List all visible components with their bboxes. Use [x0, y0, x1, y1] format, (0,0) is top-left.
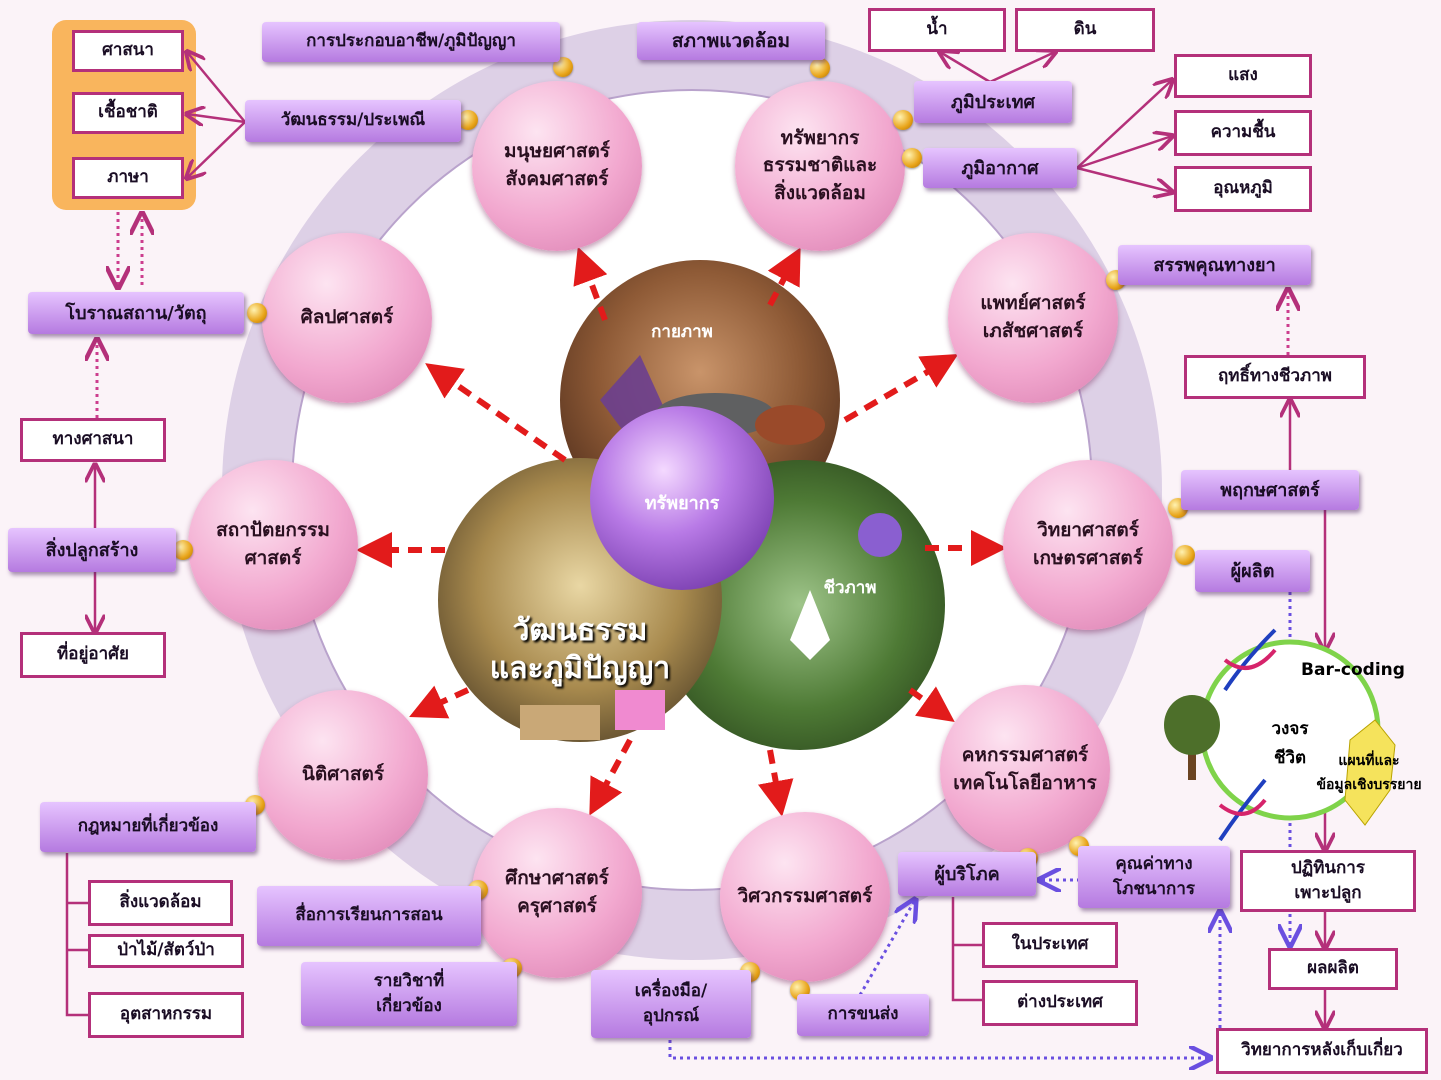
- box-calendar[interactable]: ปฏิทินการ เพาะปลูก: [1240, 850, 1416, 912]
- flower-shape: [790, 590, 830, 660]
- knob: [173, 540, 193, 560]
- knob: [902, 148, 922, 168]
- node-agriculture[interactable]: วิทยาศาสตร์ เกษตรศาสตร์: [1003, 460, 1173, 630]
- box-product[interactable]: ผลผลิต: [1268, 948, 1398, 990]
- node-medicine[interactable]: แพทย์ศาสตร์ เภสัชศาสตร์: [948, 233, 1118, 403]
- box-medicinal[interactable]: สรรพคุณทางยา: [1118, 245, 1311, 285]
- box-tradition[interactable]: วัฒนธรรม/ประเพณี: [245, 100, 461, 142]
- node-natural-resources[interactable]: ทรัพยากร ธรรมชาติและ สิ่งแวดล้อม: [735, 81, 905, 251]
- box-botany[interactable]: พฤกษศาสตร์: [1181, 470, 1359, 510]
- tree-icon: [1164, 695, 1220, 780]
- box-transport[interactable]: การขนส่ง: [797, 994, 929, 1036]
- box-postharvest[interactable]: วิทยาการหลังเก็บเกี่ยว: [1216, 1028, 1428, 1074]
- box-occupation[interactable]: การประกอบอาชีพ/ภูมิปัญญา: [262, 22, 560, 62]
- box-religious[interactable]: ทางศาสนา: [20, 418, 166, 462]
- pink-dotted-connectors: [97, 212, 1288, 418]
- basket-shape: [520, 705, 600, 740]
- box-temperature[interactable]: อุณหภูมิ: [1174, 166, 1312, 212]
- dna-icon: [1218, 628, 1277, 842]
- box-producer[interactable]: ผู้ผลิต: [1195, 550, 1310, 592]
- core-label: ทรัพยากร: [644, 493, 720, 514]
- map-label: แผนที่และ ข้อมูลเชิงบรรยาย: [1316, 753, 1422, 793]
- box-geography[interactable]: ภูมิประเทศ: [914, 81, 1072, 123]
- core-circle: [590, 406, 774, 590]
- mineral-shape: [755, 405, 825, 445]
- node-home-economics[interactable]: คหกรรมศาสตร์ เทคโนโลยีอาหาร: [940, 685, 1110, 855]
- box-nutrition[interactable]: คุณค่าทาง โภชนาการ: [1078, 846, 1230, 908]
- node-education[interactable]: ศึกษาศาสตร์ ครุศาสตร์: [472, 808, 642, 978]
- box-ethnicity[interactable]: เชื้อชาติ: [72, 92, 184, 134]
- box-courses[interactable]: รายวิชาที่ เกี่ยวข้อง: [301, 962, 517, 1026]
- life-cycle-label: วงจร ชีวิต: [1271, 719, 1309, 768]
- box-domestic[interactable]: ในประเทศ: [982, 922, 1118, 968]
- knob: [810, 58, 830, 78]
- node-humanities[interactable]: มนุษยศาสตร์ สังคมศาสตร์: [472, 81, 642, 251]
- node-architecture[interactable]: สถาปัตยกรรม ศาสตร์: [188, 460, 358, 630]
- box-humidity[interactable]: ความชื้น: [1174, 110, 1312, 156]
- box-bioactivity[interactable]: ฤทธิ์ทางชีวภาพ: [1184, 355, 1366, 399]
- box-law-forest[interactable]: ป่าไม้/สัตว์ป่า: [88, 934, 244, 968]
- box-construction[interactable]: สิ่งปลูกสร้าง: [8, 528, 176, 572]
- knob: [893, 110, 913, 130]
- knob: [247, 303, 267, 323]
- box-foreign[interactable]: ต่างประเทศ: [982, 980, 1138, 1026]
- box-soil[interactable]: ดิน: [1015, 8, 1155, 52]
- box-religion[interactable]: ศาสนา: [72, 30, 184, 72]
- culture-label: วัฒนธรรม และภูมิปัญญา: [489, 613, 671, 686]
- box-tools[interactable]: เครื่องมือ/ อุปกรณ์: [591, 970, 751, 1038]
- knob: [458, 110, 478, 130]
- box-consumer[interactable]: ผู้บริโภค: [898, 852, 1036, 896]
- barcoding-label: Bar-coding: [1301, 660, 1405, 680]
- biological-label: ชีวภาพ: [823, 578, 877, 598]
- box-law-industry[interactable]: อุตสาหกรรม: [88, 992, 244, 1038]
- node-fine-arts[interactable]: ศิลปศาสตร์: [262, 233, 432, 403]
- node-engineering[interactable]: วิศวกรรมศาสตร์: [720, 812, 890, 982]
- bellflower-shape: [858, 513, 902, 557]
- box-related-law[interactable]: กฎหมายที่เกี่ยวข้อง: [40, 802, 256, 852]
- map-icon: [1344, 719, 1396, 826]
- box-language[interactable]: ภาษา: [72, 157, 184, 199]
- knob: [553, 57, 573, 77]
- box-archaeology[interactable]: โบราณสถาน/วัตถุ: [28, 292, 244, 334]
- box-shape: [615, 690, 665, 730]
- box-teaching-media[interactable]: สื่อการเรียนการสอน: [257, 886, 481, 946]
- physical-label: กายภาพ: [651, 322, 713, 342]
- red-dashed-arrows: [356, 246, 1007, 817]
- knob: [1175, 545, 1195, 565]
- box-residence[interactable]: ที่อยู่อาศัย: [20, 632, 166, 678]
- node-law[interactable]: นิติศาสตร์: [258, 690, 428, 860]
- box-law-environment[interactable]: สิ่งแวดล้อม: [88, 880, 233, 926]
- box-climate[interactable]: ภูมิอากาศ: [923, 148, 1077, 188]
- pink-connectors: [65, 52, 1325, 1028]
- box-light[interactable]: แสง: [1174, 54, 1312, 98]
- box-environment[interactable]: สภาพแวดล้อม: [637, 22, 825, 60]
- box-water[interactable]: น้ำ: [868, 8, 1006, 52]
